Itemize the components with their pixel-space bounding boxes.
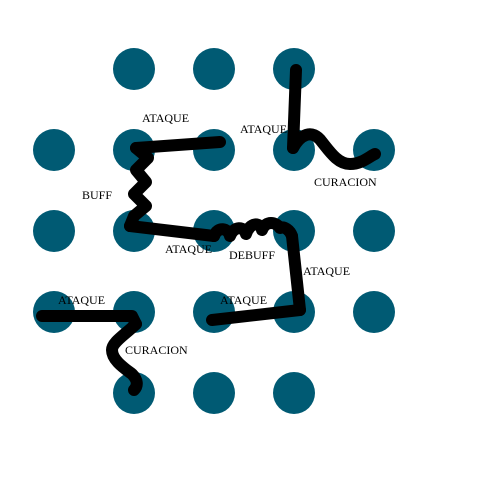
- label-ataque-top-right: ATAQUE: [240, 122, 287, 136]
- node-r3-c5[interactable]: [353, 210, 395, 252]
- ataque-top-path: [130, 136, 226, 154]
- node-r2-c3[interactable]: [193, 129, 235, 171]
- label-layer: ATAQUE ATAQUE CURACION BUFF ATAQUE DEBUF…: [58, 111, 377, 357]
- label-ataque-left: ATAQUE: [58, 293, 105, 307]
- node-r3-c1[interactable]: [33, 210, 75, 252]
- curacion-right-path: [287, 128, 381, 170]
- debuff-path: [208, 217, 298, 242]
- curacion-bottom-path: [106, 318, 143, 396]
- node-r4-c5[interactable]: [353, 291, 395, 333]
- node-r2-c1[interactable]: [33, 129, 75, 171]
- label-curacion-right: CURACION: [314, 175, 377, 189]
- label-ataque-lower: ATAQUE: [220, 293, 267, 307]
- ataque-lower-path: [206, 304, 306, 326]
- label-buff: BUFF: [82, 188, 112, 202]
- label-ataque-right: ATAQUE: [303, 264, 350, 278]
- path-layer: [36, 64, 381, 396]
- node-r1-c2[interactable]: [113, 48, 155, 90]
- ataque-mid-path: [124, 220, 220, 242]
- buff-path: [124, 142, 154, 232]
- ataque-right-path: [286, 230, 306, 316]
- node-r5-c4[interactable]: [273, 372, 315, 414]
- node-r1-c3[interactable]: [193, 48, 235, 90]
- ataque-top-right-path: [287, 64, 302, 154]
- label-debuff: DEBUFF: [229, 248, 275, 262]
- node-grid: [33, 48, 395, 414]
- node-r5-c3[interactable]: [193, 372, 235, 414]
- label-ataque-top: ATAQUE: [142, 111, 189, 125]
- label-ataque-mid: ATAQUE: [165, 242, 212, 256]
- label-curacion-bottom: CURACION: [125, 343, 188, 357]
